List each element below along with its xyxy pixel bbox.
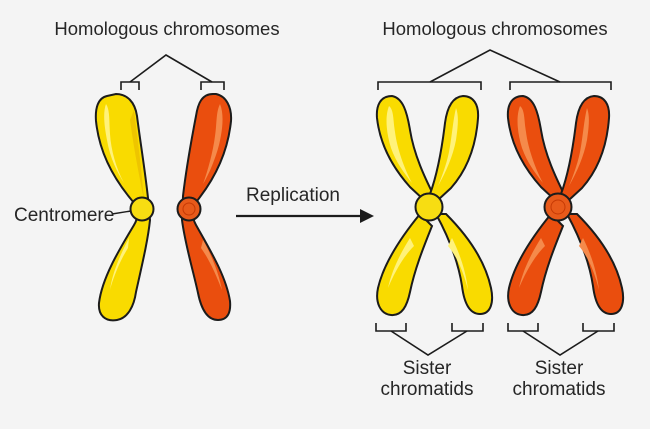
right-orange-x-chromosome [506,94,625,317]
left-sister-bracket-icon [375,323,484,356]
orange-highlight [569,108,589,186]
yellow-highlight [388,238,414,288]
centromere-icon [129,196,155,222]
arrow-right-icon [236,209,374,223]
chromatid-arm [565,213,625,316]
chromatids-word: chromatids [380,378,474,400]
chromatid-arm [434,213,494,316]
right-sister-bracket-icon [507,323,615,356]
right-sister-chromatids-label: Sister chromatids [504,358,614,400]
left-homologous-label: Homologous chromosomes [54,18,280,39]
centromere-label: Centromere [14,205,115,226]
centromere-inner-ring [550,199,566,215]
centromere-icon [176,196,202,222]
left-sister-chromatids-label: Sister chromatids [372,358,482,400]
chromatid-arm [506,94,567,202]
centromere-inner-ring [182,202,196,216]
centromere-icon [414,192,444,222]
yellow-highlight [104,104,124,183]
orange-highlight [203,104,223,184]
yellow-shade [130,110,145,205]
sister-word: Sister [534,358,584,379]
centromere-leader-line [111,210,132,215]
centromere-icon [543,192,573,222]
chromatid-arm [507,212,565,317]
yellow-highlight [438,108,458,186]
replication-label: Replication [246,185,340,206]
orange-highlight [579,238,599,290]
chromatid-arm [375,94,436,202]
yellow-highlight-lower [110,238,129,290]
left-yellow-chromosome [94,92,152,322]
orange-highlight [519,238,545,288]
orange-highlight [517,106,543,183]
sister-word: Sister [402,358,452,379]
right-yellow-x-chromosome [375,94,494,317]
left-orange-chromosome [180,93,233,322]
yellow-highlight [386,106,412,183]
chromatid-arm [376,212,434,317]
right-top-bracket-icon [377,49,612,90]
left-top-bracket-icon [120,54,225,90]
orange-chromatid-shape [180,93,233,322]
chromatids-word: chromatids [512,378,606,400]
yellow-highlight [448,238,468,290]
right-homologous-label: Homologous chromosomes [382,18,608,39]
orange-highlight-lower [201,240,222,290]
